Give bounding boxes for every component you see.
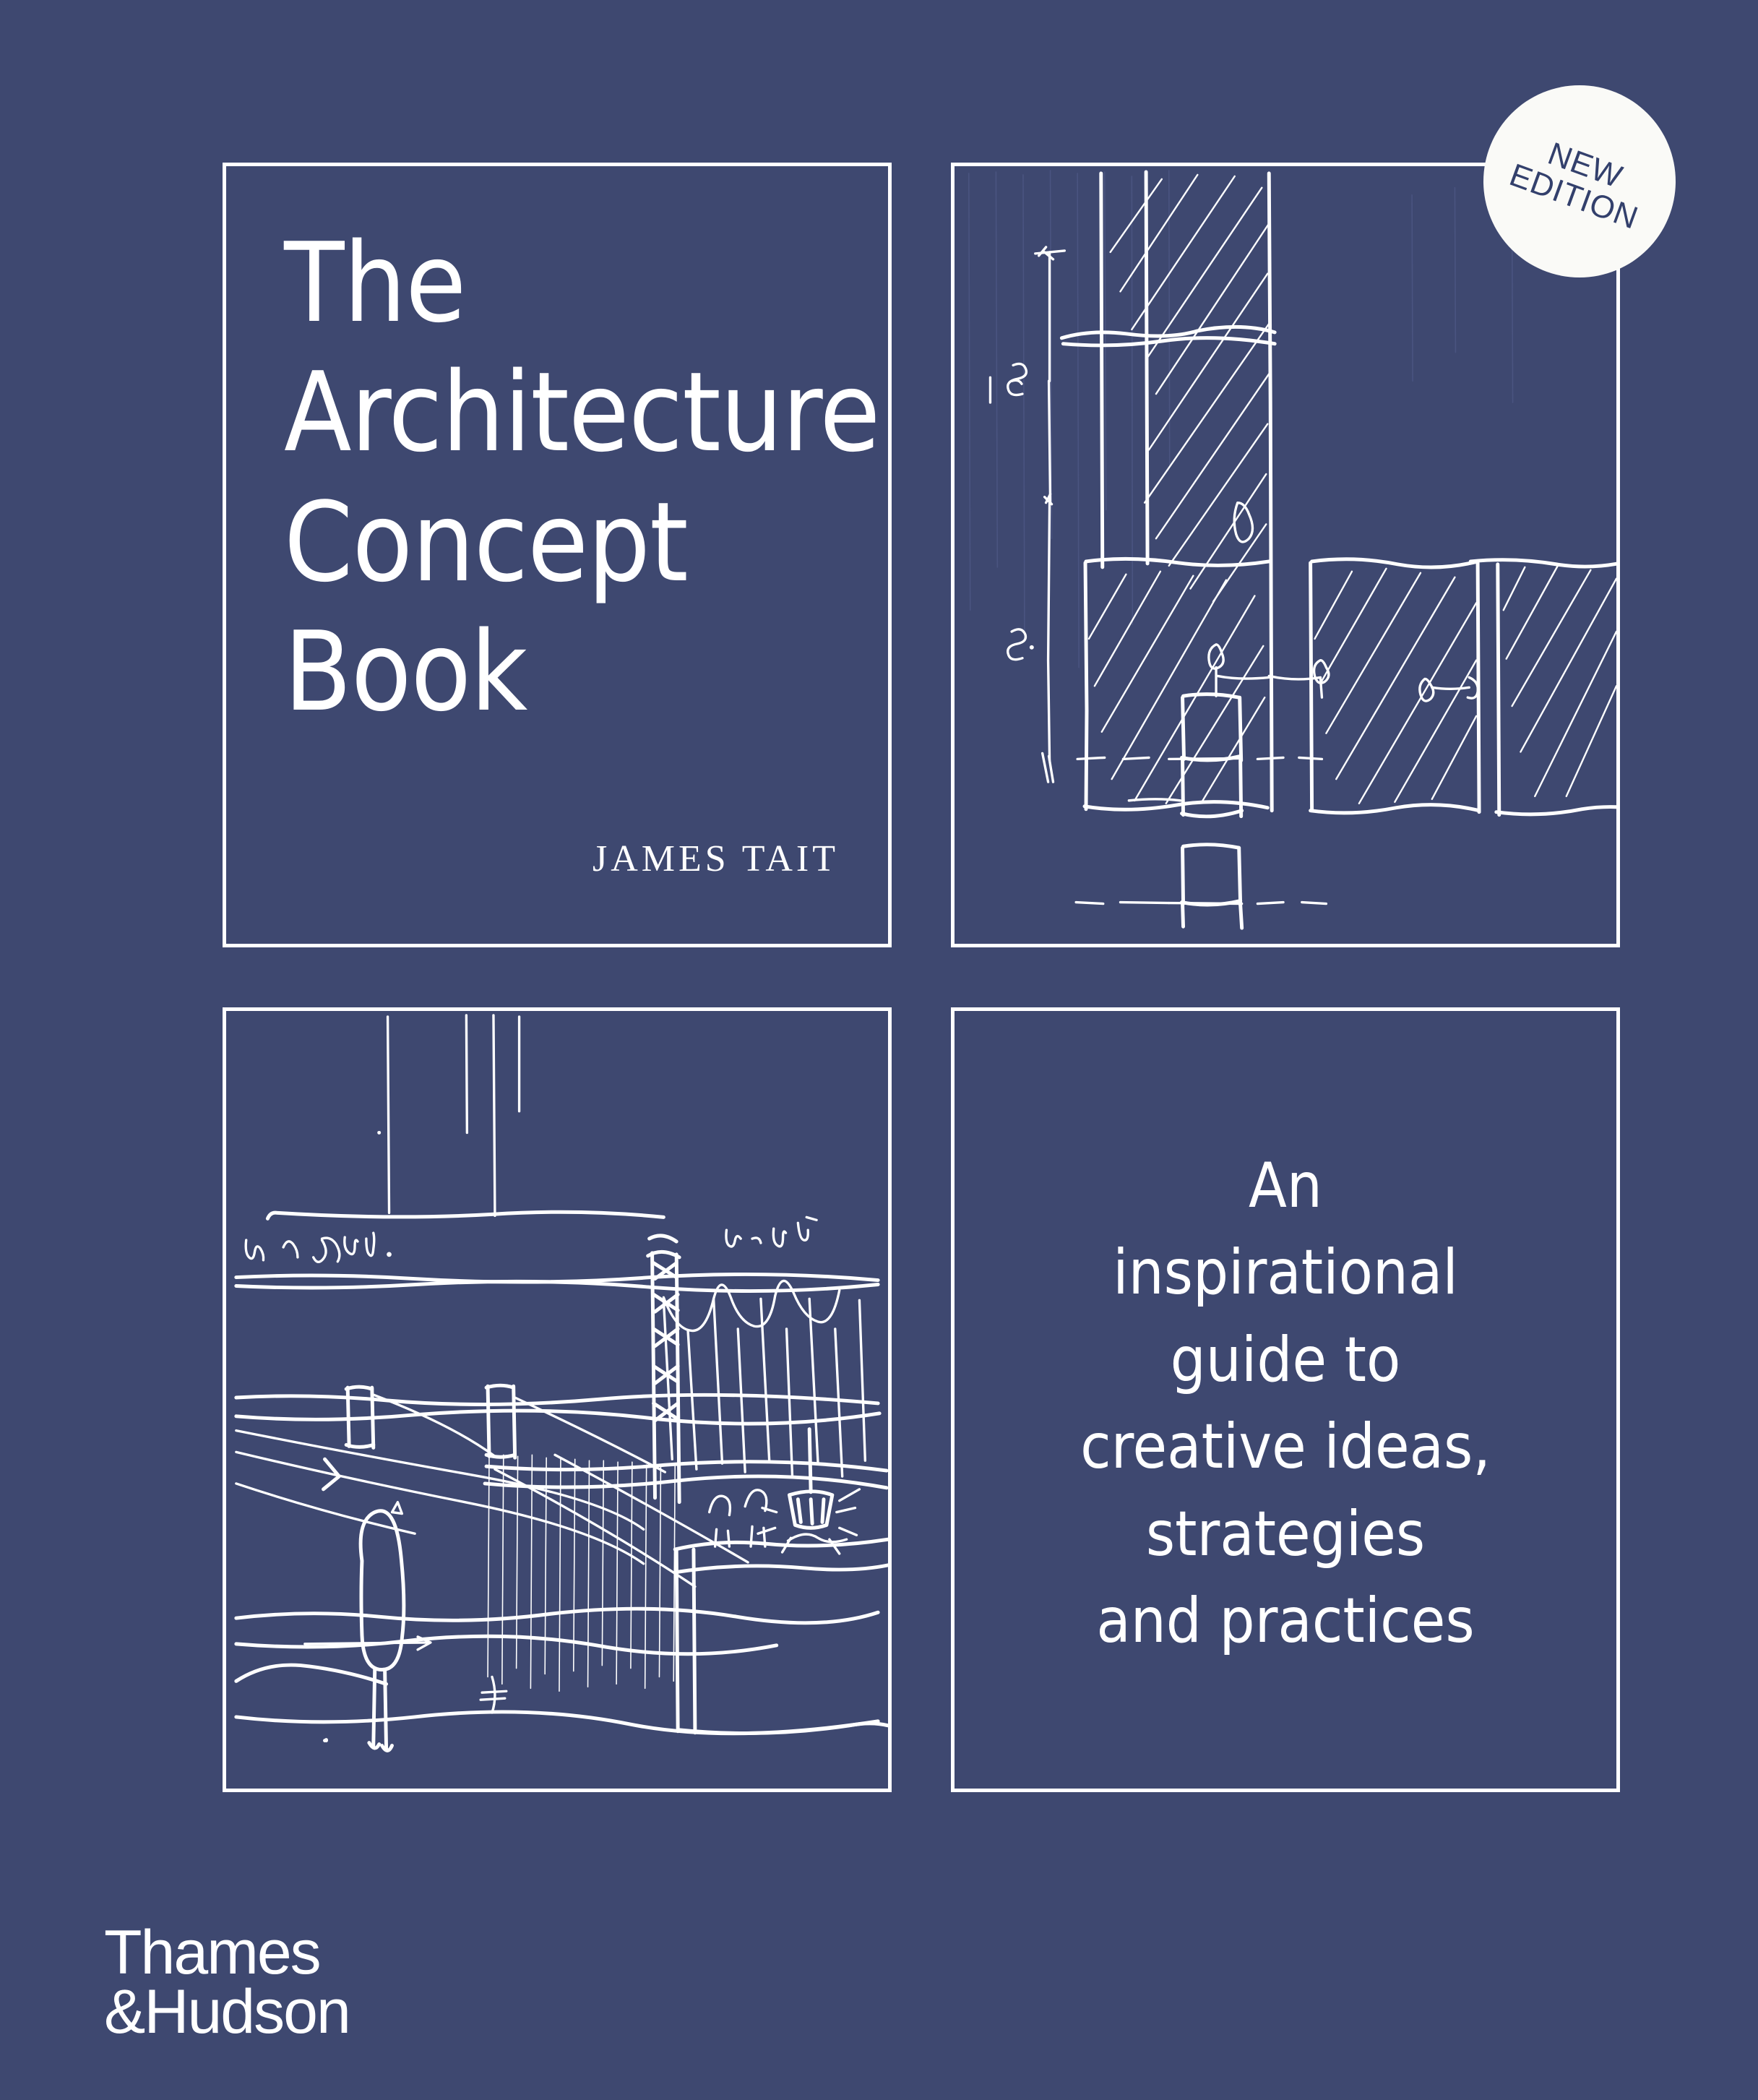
sketch-panel-facade xyxy=(951,163,1620,947)
facade-handle-glyphs xyxy=(1207,643,1480,702)
sketch-note-left xyxy=(244,1231,392,1263)
facade-sketch-drawing xyxy=(968,170,1616,930)
subtitle-panel: An inspirational guide to creative ideas… xyxy=(951,1007,1620,1792)
bridge-pendant-lamp xyxy=(788,1427,835,1530)
bridge-pylon xyxy=(646,1234,681,1505)
bridge-small-figures xyxy=(708,1489,848,1548)
facade-dashed-axes xyxy=(1074,756,1328,905)
facade-upper-hatch xyxy=(1109,173,1270,603)
facade-lower-hatch xyxy=(1087,564,1616,804)
facade-upper-bay xyxy=(1059,170,1277,813)
publisher-logo: Thames &Hudson xyxy=(104,1918,351,2047)
facade-lower-boxes xyxy=(1082,556,1616,817)
sketch-note-right xyxy=(725,1215,818,1248)
bridge-ground-lines xyxy=(234,1606,880,1736)
chevron-icon xyxy=(322,1457,341,1492)
bridge-deck-top xyxy=(234,1210,880,1294)
human-figure xyxy=(377,1130,382,1135)
new-edition-badge: NEW EDITION xyxy=(1483,85,1676,277)
bridge-right-platform xyxy=(673,1537,888,1735)
sketch-panel-bridge xyxy=(223,1007,892,1792)
page-title: The Architecture Concept Book xyxy=(284,219,880,736)
figure-head-marker xyxy=(390,1500,404,1515)
bridge-sketch-drawing xyxy=(234,1014,888,1752)
facade-square-stack xyxy=(1180,692,1244,930)
bridge-truss xyxy=(662,1279,867,1478)
facade-door-glyph-1 xyxy=(1233,501,1254,543)
bridge-cable-convergence xyxy=(479,1675,508,1714)
bridge-mast-lines xyxy=(386,1014,521,1218)
dimension-annotation-18 xyxy=(988,362,1028,404)
bridge-deck-slab xyxy=(234,1383,888,1490)
dimension-line-left xyxy=(1034,246,1067,783)
ground-arrow xyxy=(303,1635,432,1651)
figure-body xyxy=(358,1509,406,1752)
bridge-perspective-lines xyxy=(235,1393,749,1588)
title-panel: The Architecture Concept Book JAMES TAIT xyxy=(223,163,892,947)
bridge-hanger-cables xyxy=(487,1453,676,1692)
dimension-annotation-8 xyxy=(1007,628,1034,661)
author-name: JAMES TAIT xyxy=(592,838,839,879)
subtitle: An inspirational guide to creative ideas… xyxy=(1080,1150,1491,1657)
